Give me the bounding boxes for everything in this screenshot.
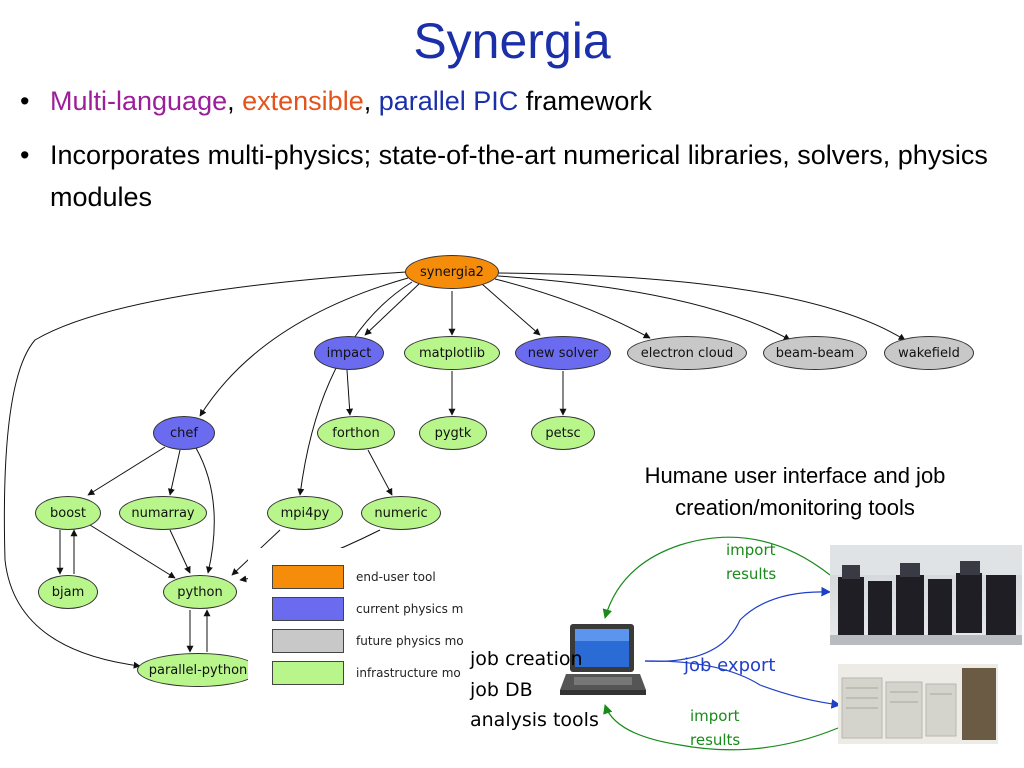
edge-boost-python bbox=[89, 524, 176, 579]
comma-separator: , bbox=[363, 86, 379, 116]
comma-separator: , bbox=[227, 86, 243, 116]
cluster-photo-top bbox=[830, 545, 1022, 645]
legend-swatch-current-physics bbox=[272, 597, 344, 621]
node-matplotlib: matplotlib bbox=[404, 336, 500, 370]
edge-synergia2-impact bbox=[364, 282, 421, 336]
edge-synergia2-beam-beam bbox=[497, 275, 791, 341]
node-petsc: petsc bbox=[531, 416, 595, 450]
node-boost: boost bbox=[35, 496, 101, 530]
edge-synergia2-mpi4py bbox=[297, 281, 413, 496]
job-creation-text: job creation bbox=[470, 648, 583, 670]
node-wakefield: wakefield bbox=[884, 336, 974, 370]
legend-label-future-physics: future physics mo bbox=[356, 634, 464, 648]
analysis-tools-text: analysis tools bbox=[470, 709, 599, 731]
laptop-icon bbox=[560, 624, 646, 695]
edge-impact-forthon bbox=[346, 369, 354, 416]
job-db-text: job DB bbox=[470, 679, 533, 701]
edge-numarray-python bbox=[169, 529, 191, 574]
slide-title: Synergia bbox=[413, 13, 611, 69]
import-results-top-label: import results bbox=[726, 538, 776, 586]
bullet-2-text: Incorporates multi-physics; state-of-the… bbox=[50, 140, 988, 212]
extensible-text: extensible bbox=[242, 86, 364, 116]
node-mpi4py: mpi4py bbox=[267, 496, 343, 530]
edge-synergia2-new-solver bbox=[481, 283, 541, 336]
node-parallel-python: parallel-python bbox=[137, 653, 259, 687]
node-pygtk: pygtk bbox=[419, 416, 487, 450]
framework-text: framework bbox=[518, 86, 652, 116]
server-rows-icon bbox=[838, 664, 998, 744]
import-text: import bbox=[690, 707, 740, 725]
node-forthon: forthon bbox=[317, 416, 395, 450]
node-beam-beam: beam-beam bbox=[763, 336, 867, 370]
bullet-dot: • bbox=[20, 86, 30, 116]
workflow-caption: Humane user interface and job creation/m… bbox=[644, 463, 946, 520]
edge-chef-python bbox=[195, 447, 215, 574]
legend-swatch-infrastructure bbox=[272, 661, 344, 685]
node-electron-cloud: electron cloud bbox=[627, 336, 747, 370]
arrow-import-results-bottom bbox=[603, 704, 839, 751]
node-python: python bbox=[163, 575, 237, 609]
legend-label-current-physics: current physics m bbox=[356, 602, 464, 616]
node-numarray: numarray bbox=[119, 496, 207, 530]
legend-label-end-user: end-user tool bbox=[356, 570, 436, 584]
legend-swatch-end-user bbox=[272, 565, 344, 589]
results-text: results bbox=[690, 731, 741, 749]
bullet-item-1: • Multi-language, extensible, parallel P… bbox=[18, 80, 1008, 122]
bullet-list: • Multi-language, extensible, parallel P… bbox=[18, 80, 1008, 230]
edge-synergia2-parallel-python bbox=[3, 271, 407, 669]
node-numeric: numeric bbox=[361, 496, 441, 530]
edge-synergia2-chef bbox=[199, 277, 409, 417]
node-synergia2: synergia2 bbox=[405, 255, 499, 289]
node-impact: impact bbox=[314, 336, 384, 370]
edge-synergia2-wakefield bbox=[497, 272, 906, 341]
arrow-import-results-top bbox=[602, 536, 831, 619]
job-export-label: job export bbox=[684, 655, 776, 676]
import-results-bottom-label: import results bbox=[690, 704, 740, 752]
legend-label-infrastructure: infrastructure mo bbox=[356, 666, 461, 680]
arrow-job-export-bottom bbox=[644, 660, 841, 709]
results-text: results bbox=[726, 565, 777, 583]
bullet-dot: • bbox=[20, 140, 30, 170]
node-new-solver: new solver bbox=[515, 336, 611, 370]
legend-swatch-future-physics bbox=[272, 629, 344, 653]
import-text: import bbox=[726, 541, 776, 559]
cluster-photo-bottom bbox=[838, 664, 998, 744]
multi-language-text: Multi-language bbox=[50, 86, 228, 116]
node-chef: chef bbox=[153, 416, 215, 450]
bullet-item-2: • Incorporates multi-physics; state-of-t… bbox=[18, 134, 1008, 218]
edge-chef-boost bbox=[87, 446, 166, 496]
node-bjam: bjam bbox=[38, 575, 98, 609]
server-racks-icon bbox=[830, 545, 1022, 645]
edge-forthon-numeric bbox=[367, 449, 393, 496]
arrow-job-export-top bbox=[644, 586, 831, 662]
parallel-pic-text: parallel PIC bbox=[378, 86, 519, 116]
edge-chef-numarray bbox=[167, 449, 181, 496]
edge-synergia2-electron-cloud bbox=[494, 278, 651, 339]
